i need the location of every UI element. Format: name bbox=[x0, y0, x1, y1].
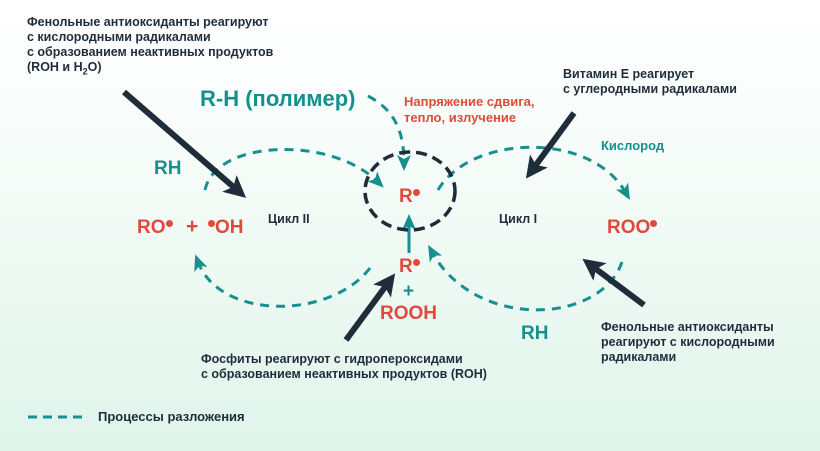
cycle-1-label: Цикл I bbox=[499, 212, 538, 226]
phenolic-top-arrow bbox=[122, 89, 247, 198]
roo-radical: ROO bbox=[607, 217, 658, 239]
cycle-1-lower-arc bbox=[428, 244, 624, 312]
plus-center: + bbox=[403, 281, 415, 302]
vitamin-e-arrow bbox=[525, 111, 577, 179]
rh-left-label: RH bbox=[154, 158, 182, 179]
legend-label: Процессы разложения bbox=[98, 409, 245, 424]
cycle-1-upper-arc bbox=[436, 145, 630, 200]
radical-dot bbox=[412, 259, 420, 266]
plus-left: + bbox=[186, 215, 199, 238]
polymer-label: R-H (полимер) bbox=[200, 86, 356, 111]
cycle-2-label: Цикл II bbox=[268, 212, 310, 226]
rh-bottom-label: RH bbox=[521, 323, 549, 344]
phenolic-top-note: Фенольные антиоксиданты реагируют с кисл… bbox=[27, 15, 274, 77]
r-lower-radical: R bbox=[399, 256, 420, 278]
central-radical-circle bbox=[363, 150, 457, 232]
phosphites-note: Фосфиты реагируют с гидропероксидами с о… bbox=[201, 352, 487, 381]
radical-dot bbox=[650, 220, 658, 227]
radical-dot bbox=[165, 220, 173, 227]
phenolic-bottom-arrow bbox=[582, 258, 646, 308]
stress-label: Напряжение сдвига, тепло, излучение bbox=[404, 94, 535, 125]
ro-radical: RO bbox=[137, 217, 173, 239]
radical-dot bbox=[412, 189, 420, 196]
r-center-radical: R bbox=[399, 186, 420, 208]
phenolic-bottom-note: Фенольные антиоксиданты реагируют с кисл… bbox=[601, 320, 775, 364]
cycle-2-lower-arc bbox=[194, 254, 372, 308]
oxygen-label: Кислород bbox=[601, 138, 665, 153]
vitamin-e-note: Витамин E реагирует с углеродными радика… bbox=[563, 67, 737, 96]
radical-dot bbox=[208, 220, 215, 227]
phosphites-arrow bbox=[343, 273, 396, 342]
oh-radical: OH bbox=[208, 217, 244, 239]
rooh-product: ROOH bbox=[380, 303, 437, 324]
polymer-feed-arrow bbox=[367, 94, 411, 171]
